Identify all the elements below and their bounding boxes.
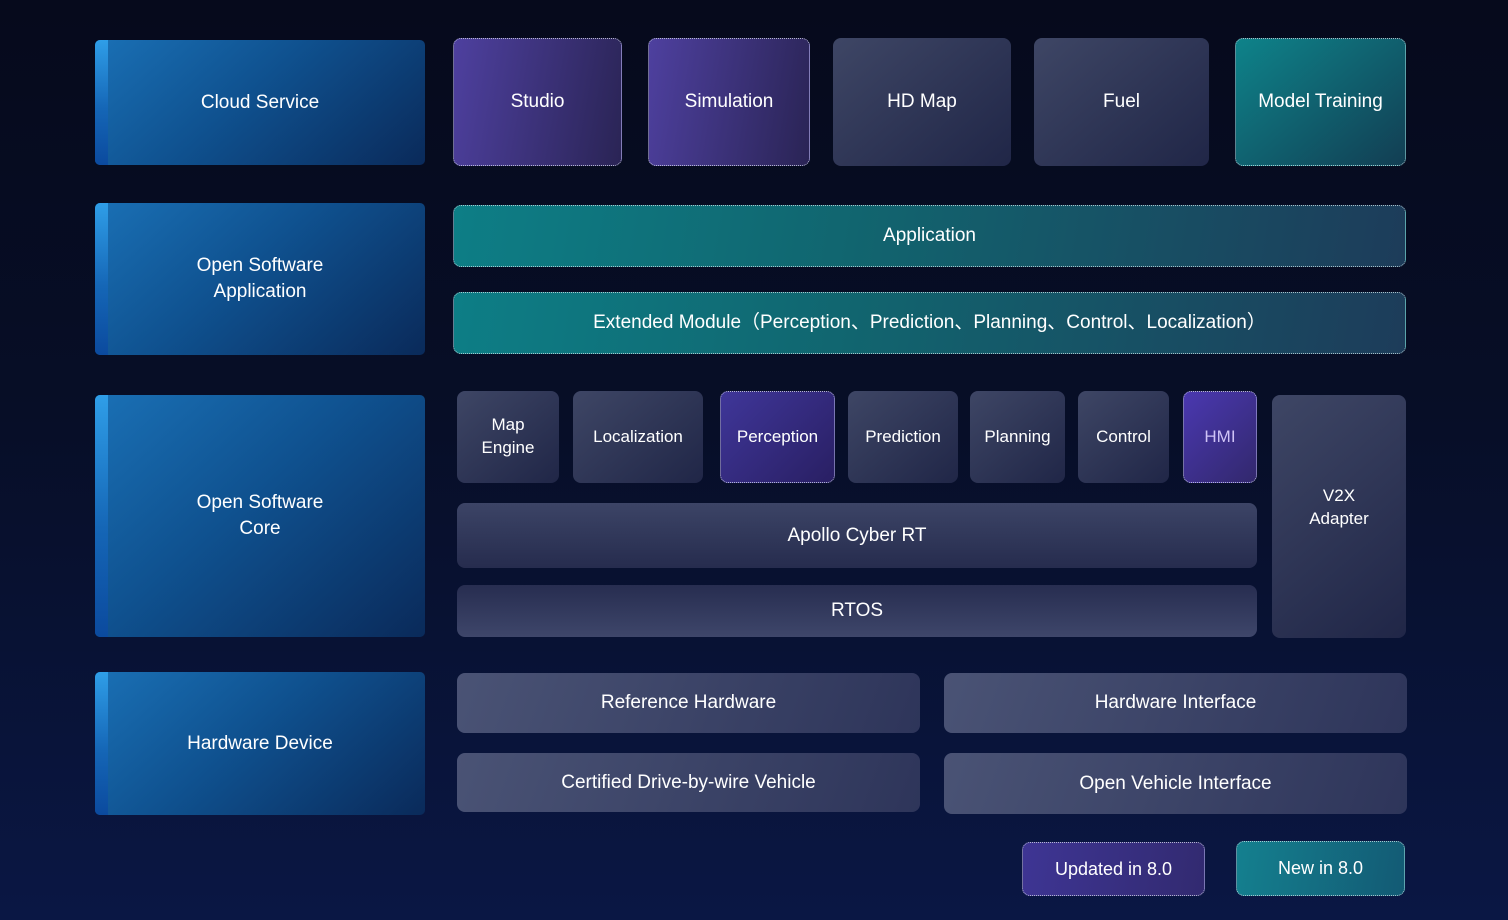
hardware-device-label: Hardware Device <box>187 732 333 754</box>
prediction-label: Prediction <box>865 426 941 446</box>
fuel-box: Fuel <box>1034 38 1209 166</box>
legend-updated-badge: Updated in 8.0 <box>1022 842 1205 896</box>
application-bar: Application <box>453 205 1406 267</box>
rtos-bar: RTOS <box>457 585 1257 637</box>
hd-map-box: HD Map <box>833 38 1011 166</box>
certified-vehicle-label: Certified Drive-by-wire Vehicle <box>561 771 816 793</box>
reference-hardware-box: Reference Hardware <box>457 673 920 733</box>
hmi-box: HMI <box>1183 391 1257 483</box>
localization-box: Localization <box>573 391 703 483</box>
accent-stripe <box>95 203 108 355</box>
hd-map-label: HD Map <box>887 91 957 113</box>
v2x-adapter-label: V2X Adapter <box>1309 486 1369 528</box>
open-software-core-label: Open Software Core <box>196 492 324 539</box>
model-training-label: Model Training <box>1258 91 1383 113</box>
extended-module-bar: Extended Module（Perception、Prediction、Pl… <box>453 292 1406 354</box>
studio-box: Studio <box>453 38 622 166</box>
cloud-service-box: Cloud Service <box>95 40 425 165</box>
legend-updated-label: Updated in 8.0 <box>1054 858 1173 879</box>
open-software-application-label: Open Software Application <box>196 255 324 302</box>
legend-new-label: New in 8.0 <box>1277 858 1364 879</box>
accent-stripe <box>95 395 108 637</box>
studio-label: Studio <box>510 91 565 113</box>
planning-box: Planning <box>970 391 1065 483</box>
apollo-cyber-rt-label: Apollo Cyber RT <box>787 524 927 546</box>
hardware-interface-box: Hardware Interface <box>944 673 1407 733</box>
accent-stripe <box>95 672 108 815</box>
fuel-label: Fuel <box>1103 91 1140 113</box>
reference-hardware-label: Reference Hardware <box>600 692 777 714</box>
simulation-label: Simulation <box>684 91 774 113</box>
open-software-application-box: Open Software Application <box>95 203 425 355</box>
perception-label: Perception <box>736 426 819 446</box>
accent-stripe <box>95 40 108 165</box>
hmi-label: HMI <box>1204 426 1236 446</box>
rtos-label: RTOS <box>830 600 884 622</box>
control-label: Control <box>1096 426 1151 446</box>
simulation-box: Simulation <box>648 38 810 166</box>
v2x-adapter-box: V2X Adapter <box>1272 395 1406 638</box>
localization-label: Localization <box>593 426 683 446</box>
map-engine-box: Map Engine <box>457 391 559 483</box>
certified-vehicle-box: Certified Drive-by-wire Vehicle <box>457 753 920 812</box>
model-training-box: Model Training <box>1235 38 1406 166</box>
open-software-core-box: Open Software Core <box>95 395 425 637</box>
control-box: Control <box>1078 391 1169 483</box>
open-vehicle-interface-label: Open Vehicle Interface <box>1079 772 1272 794</box>
perception-box: Perception <box>720 391 835 483</box>
hardware-device-box: Hardware Device <box>95 672 425 815</box>
hardware-interface-label: Hardware Interface <box>1094 692 1257 714</box>
application-label: Application <box>883 225 976 247</box>
legend-new-badge: New in 8.0 <box>1236 841 1405 896</box>
planning-label: Planning <box>984 426 1051 446</box>
prediction-box: Prediction <box>848 391 958 483</box>
extended-module-label: Extended Module（Perception、Prediction、Pl… <box>593 312 1266 334</box>
open-vehicle-interface-box: Open Vehicle Interface <box>944 753 1407 814</box>
map-engine-label: Map Engine <box>481 415 535 457</box>
cloud-service-label: Cloud Service <box>200 91 320 113</box>
apollo-cyber-rt-bar: Apollo Cyber RT <box>457 503 1257 568</box>
